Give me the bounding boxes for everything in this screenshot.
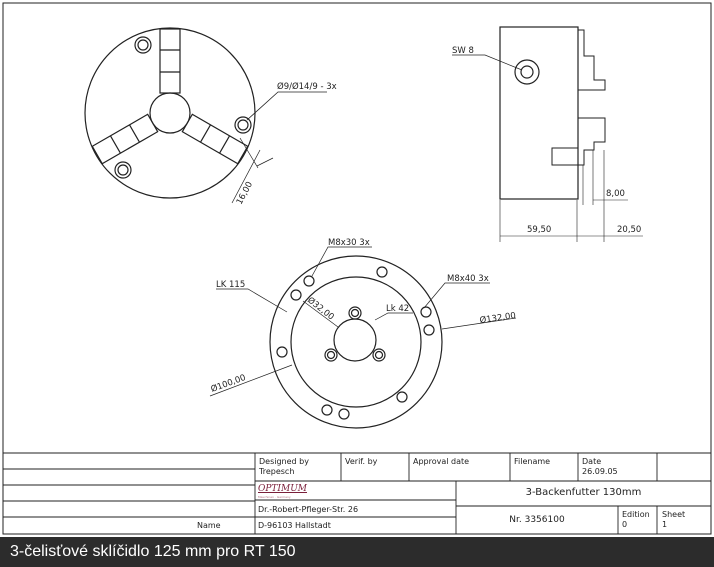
wrench-label: SW 8 [452,46,474,56]
image-caption: 3-čelisťové sklíčidlo 125 mm pro RT 150 [0,537,714,567]
bolt-circle-inner-label: Lk 42 [386,304,409,314]
body-length-dim: 59,50 [527,225,551,235]
approval-date-label: Approval date [413,457,470,466]
jaw-left [91,113,159,165]
company-city: D-96103 Hallstadt [258,521,331,530]
company-subtitle: Maschinen · Germany [258,495,291,499]
outer-dia-dim: Ø132,00 [479,310,517,326]
drawing-title: 3-Backenfutter 130mm [525,487,642,498]
bolt-circle-outer-label: LK 115 [216,280,245,290]
jaw-length-dim: 20,50 [617,225,641,235]
designed-by-label: Designed by [259,457,309,466]
name-label: Name [197,521,221,530]
drawing-frame [2,2,712,535]
edition-value: 0 [622,520,628,529]
thread-label-b: M8x40 3x [447,274,489,284]
back-view: M8x30 3x M8x40 3x LK 115 Lk 42 Ø32,00 Ø1… [209,238,517,429]
technical-drawing: Ø9/Ø14/9 - 3x 16,00 SW 8 59,50 20,50 8,0… [2,2,712,535]
step-dim: 8,00 [606,189,625,199]
edition-label: Edition [622,510,650,519]
spigot-dia-dim: Ø100,00 [209,372,247,395]
title-block-grid [3,452,711,534]
company-logo: OPTIMUM [258,484,308,494]
drawing-number: Nr. 3356100 [509,515,565,525]
filename-label: Filename [514,457,551,466]
thread-label-a: M8x30 3x [328,238,370,248]
verified-by-label: Verif. by [345,457,378,466]
date-label: Date [582,457,602,466]
jaw-right [181,113,249,165]
sheet-value: 1 [662,520,668,529]
sheet-label: Sheet [662,510,686,519]
side-view: SW 8 59,50 20,50 8,00 [452,26,643,242]
bore-dim: Ø32,00 [305,295,336,323]
jaw-width-dim: 16,00 [235,180,255,206]
company-street: Dr.-Robert-Pfleger-Str. 26 [258,505,359,514]
date-value: 26.09.05 [582,467,618,476]
jaw-top [159,28,181,94]
hole-label: Ø9/Ø14/9 - 3x [277,81,337,92]
designer-name: Trepesch [259,467,295,476]
front-view: Ø9/Ø14/9 - 3x 16,00 [84,27,337,206]
